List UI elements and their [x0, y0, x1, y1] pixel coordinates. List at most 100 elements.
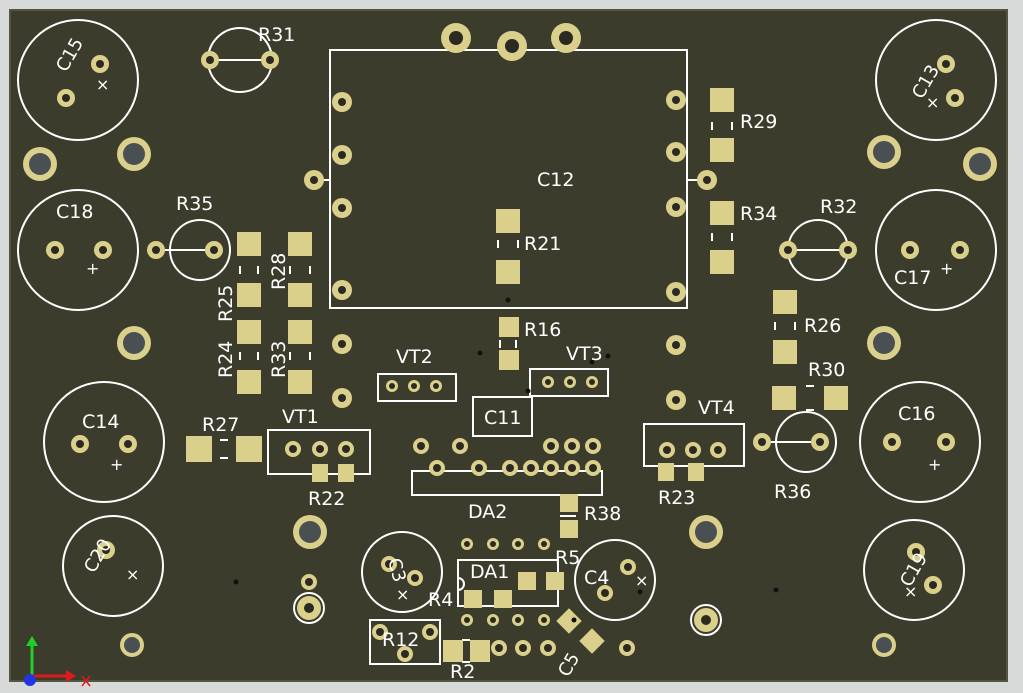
- drill-hole: [689, 446, 697, 454]
- label-c18: C18: [56, 201, 93, 223]
- mounting-drill: [876, 637, 892, 653]
- label-r34: R34: [740, 203, 777, 225]
- drill-hole: [338, 204, 346, 212]
- c3-outline: [361, 531, 443, 613]
- drill-hole: [338, 151, 346, 159]
- label-r2: R2: [450, 661, 475, 683]
- drill-hole: [456, 442, 464, 450]
- drill-hole: [426, 628, 434, 636]
- label-c11: C11: [484, 407, 521, 429]
- c16-outline: [859, 381, 981, 503]
- drill-hole: [624, 563, 632, 571]
- label-r12: R12: [382, 629, 419, 651]
- drill-hole: [464, 617, 470, 623]
- drill-hole: [912, 548, 920, 556]
- drill-hole: [541, 541, 547, 547]
- drill-hole: [433, 383, 439, 389]
- axis-indicator-icon: [24, 636, 91, 687]
- via: [605, 353, 611, 359]
- label-vt1: VT1: [282, 406, 319, 428]
- via: [571, 617, 577, 623]
- drill-hole: [310, 176, 318, 184]
- cross-mark: ×: [635, 571, 648, 590]
- c13-outline: [875, 19, 997, 141]
- drill-hole: [505, 39, 519, 53]
- drill-hole: [342, 445, 350, 453]
- drill-hole: [672, 203, 680, 211]
- drill-hole: [559, 31, 573, 45]
- drill-hole: [99, 246, 107, 254]
- cross-mark: ×: [126, 565, 139, 584]
- drill-hole: [124, 440, 132, 448]
- drill-hole: [376, 628, 384, 636]
- drill-hole: [544, 644, 552, 652]
- mounting-drill: [29, 153, 51, 175]
- c20-outline: [62, 515, 164, 617]
- drill-hole: [206, 56, 214, 64]
- via-ring: [293, 592, 325, 624]
- label-r35: R35: [176, 193, 213, 215]
- cross-mark: ×: [396, 585, 409, 604]
- drill-hole: [304, 603, 314, 613]
- drill-hole: [515, 617, 521, 623]
- cross-mark: ×: [904, 582, 917, 601]
- drill-hole: [758, 438, 766, 446]
- mounting-drill: [873, 332, 895, 354]
- drill-hole: [385, 560, 393, 568]
- label-c17: C17: [894, 267, 931, 289]
- drill-hole: [568, 464, 576, 472]
- label-r29: R29: [740, 111, 777, 133]
- drill-hole: [96, 60, 104, 68]
- via: [505, 297, 511, 303]
- drill-hole: [338, 340, 346, 348]
- label-c4: C4: [584, 567, 609, 589]
- vt2-outline: [377, 373, 457, 402]
- drill-hole: [464, 541, 470, 547]
- via-ring: [690, 604, 722, 636]
- drill-hole: [942, 60, 950, 68]
- c15-outline: [17, 19, 139, 141]
- via: [525, 388, 531, 394]
- drill-hole: [338, 98, 346, 106]
- drill-hole: [305, 578, 313, 586]
- drill-hole: [210, 246, 218, 254]
- c4-outline: [574, 539, 656, 621]
- cross-mark: ×: [926, 93, 939, 112]
- plus-mark: +: [86, 259, 99, 278]
- plus-mark: +: [928, 455, 941, 474]
- drill-hole: [102, 546, 110, 554]
- drill-hole: [515, 541, 521, 547]
- drill-hole: [589, 379, 595, 385]
- through-hole-pads: [23, 23, 997, 662]
- label-r25: R25: [215, 285, 237, 322]
- label-r24: R24: [215, 341, 237, 378]
- label-r22: R22: [308, 488, 345, 510]
- drill-hole: [76, 440, 84, 448]
- drill-hole: [672, 288, 680, 296]
- label-da2: DA2: [468, 501, 507, 523]
- drill-hole: [701, 615, 711, 625]
- mounting-drill: [873, 141, 895, 163]
- label-r26: R26: [804, 315, 841, 337]
- drill-hole: [956, 246, 964, 254]
- vt3-outline: [529, 368, 609, 397]
- drill-hole: [475, 464, 483, 472]
- label-r4: R4: [428, 589, 453, 611]
- drill-hole: [289, 445, 297, 453]
- drill-hole: [152, 246, 160, 254]
- label-r21: R21: [524, 233, 561, 255]
- smd-pads: [186, 88, 848, 662]
- drill-hole: [433, 464, 441, 472]
- drill-hole: [672, 396, 680, 404]
- drill-hole: [714, 446, 722, 454]
- label-r16: R16: [524, 319, 561, 341]
- plus-mark: +: [940, 259, 953, 278]
- label-c12: C12: [537, 169, 574, 191]
- drill-hole: [316, 445, 324, 453]
- via: [637, 589, 643, 595]
- drill-hole: [942, 438, 950, 446]
- label-r33: R33: [268, 341, 290, 378]
- drill-hole: [547, 464, 555, 472]
